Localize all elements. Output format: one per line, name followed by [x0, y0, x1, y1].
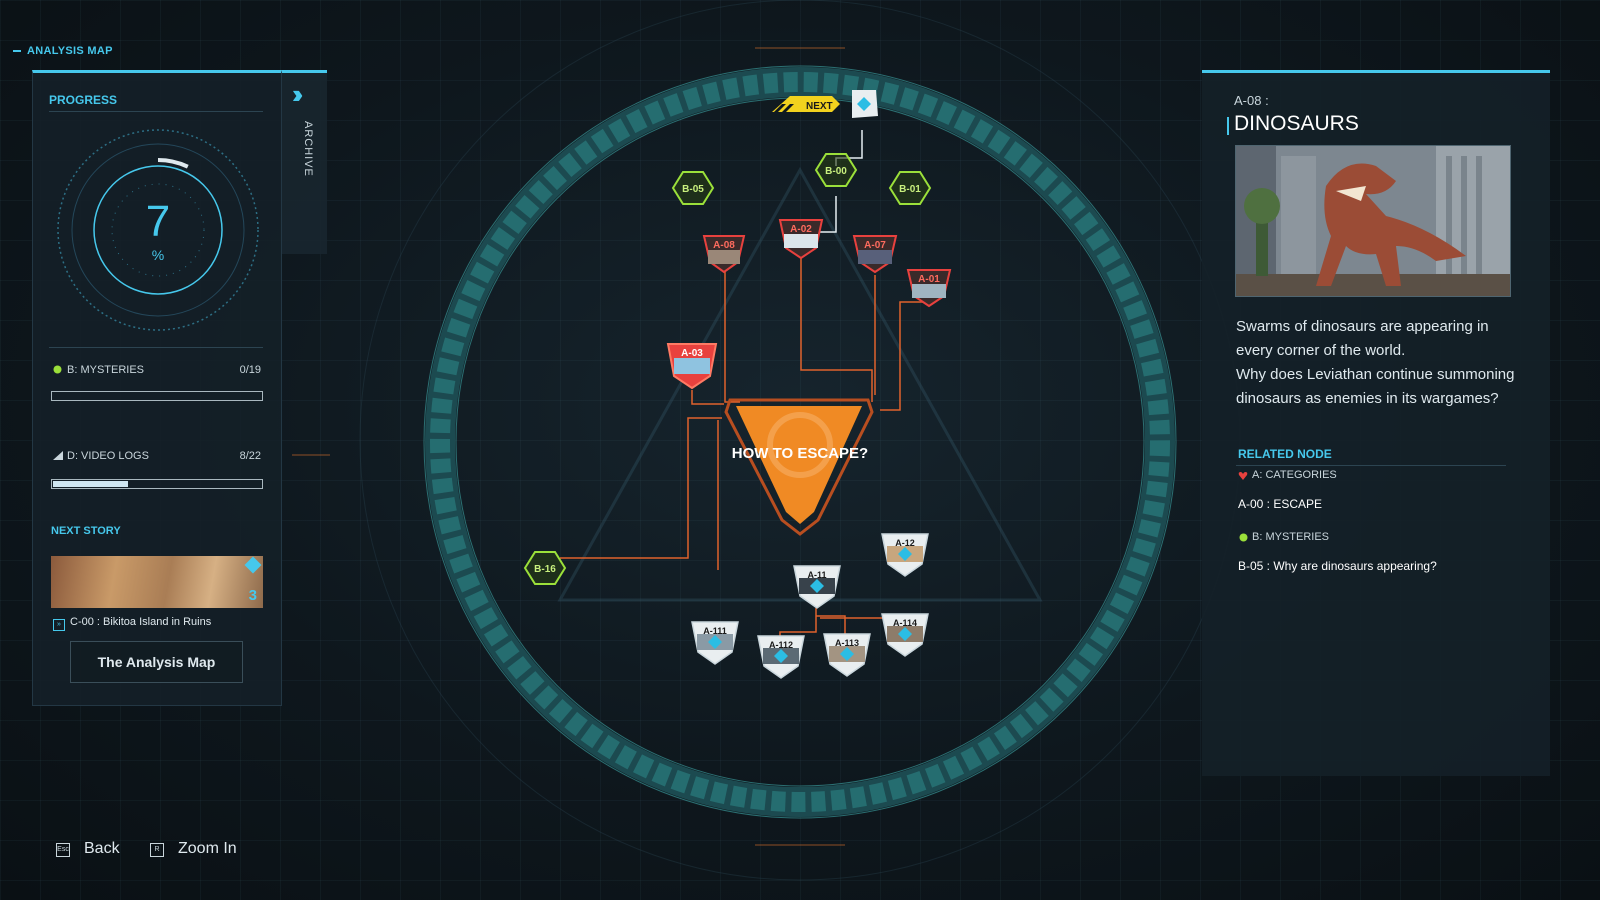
next-indicator: NEXT: [772, 90, 878, 118]
outer-dotted-ring: [57, 129, 259, 331]
progress-ring-graphic: [57, 129, 259, 331]
node-a01-label: A-01: [918, 274, 940, 285]
node-b16[interactable]: B-16: [523, 551, 567, 585]
chevron-right-icon: »: [53, 619, 65, 631]
progress-title: PROGRESS: [49, 93, 118, 107]
link-a113: [816, 615, 846, 640]
node-description: Swarms of dinosaurs are appearing in eve…: [1236, 318, 1515, 407]
esc-key-icon: Esc: [56, 843, 70, 857]
center-node[interactable]: HOW TO ESCAPE?: [724, 398, 874, 536]
node-a111[interactable]: A-111: [691, 621, 739, 665]
related-category-a: A: CATEGORIES: [1252, 469, 1337, 481]
node-a11-label: A-11: [807, 570, 826, 580]
progress-value: 7: [145, 197, 171, 246]
related-item-a00[interactable]: A-00 : ESCAPE: [1238, 497, 1323, 511]
r-key-icon: R: [150, 843, 164, 857]
heart-icon: [1238, 472, 1248, 480]
node-a114[interactable]: A-114: [881, 613, 929, 657]
progress-ring: 7 %: [53, 125, 263, 335]
node-a03-label: A-03: [681, 348, 703, 359]
node-a07[interactable]: A-07: [852, 235, 898, 274]
node-a08[interactable]: A-08: [702, 235, 746, 274]
mysteries-dot-icon: [1239, 533, 1248, 542]
progress-divider: [49, 111, 263, 112]
next-story-name-text: C-00 : Bikitoa Island in Ruins: [70, 616, 212, 628]
link-a01: [880, 301, 928, 411]
next-story-badge: 3: [248, 587, 257, 604]
back-label: Back: [84, 840, 120, 857]
link-a02: [800, 255, 873, 402]
progress-panel: PROGRESS 7 % B: MYSTERIES 0/19 D: VIDEO …: [32, 70, 282, 706]
ring-segments: [430, 72, 1170, 812]
node-a02-label: A-02: [790, 224, 812, 235]
node-b05[interactable]: B-05: [671, 171, 715, 205]
node-a113-label: A-113: [835, 638, 859, 648]
node-b01-label: B-01: [899, 184, 921, 195]
node-a112-label: A-112: [769, 640, 793, 650]
stats-divider: [49, 347, 263, 348]
node-title: DINOSAURS: [1234, 112, 1359, 135]
next-story-name: » C-00 : Bikitoa Island in Ruins: [53, 616, 211, 631]
next-story-title: NEXT STORY: [51, 525, 121, 537]
title-accent-bar: [1227, 117, 1229, 135]
node-code: A-08 :: [1234, 93, 1269, 108]
related-item-b05[interactable]: B-05 : Why are dinosaurs appearing?: [1238, 559, 1437, 573]
video-log-icon: [53, 451, 63, 460]
related-node-title: RELATED NODE: [1238, 447, 1332, 461]
next-story-thumbnail[interactable]: 3: [51, 556, 263, 608]
progress-unit: %: [151, 247, 165, 263]
link-b00: [820, 196, 837, 233]
link-a08: [724, 270, 740, 403]
node-a07-label: A-07: [864, 240, 886, 251]
inner-ring: [93, 165, 223, 295]
node-b00[interactable]: B-00: [814, 153, 858, 187]
stat-videologs-bar: [51, 479, 263, 489]
back-control[interactable]: Esc Back: [56, 840, 120, 858]
node-b16-label: B-16: [534, 564, 556, 575]
mid-ring: [71, 143, 245, 317]
node-a03[interactable]: A-03: [666, 343, 718, 390]
link-b16: [560, 417, 722, 559]
node-a12[interactable]: A-12: [881, 533, 929, 577]
node-a113[interactable]: A-113: [823, 633, 871, 677]
dinosaur-image-icon: [1236, 146, 1510, 296]
node-a01[interactable]: A-01: [906, 269, 952, 308]
stat-mysteries-label: B: MYSTERIES: [67, 364, 145, 376]
node-a114-label: A-114: [893, 618, 917, 628]
ring-outer-edge: [423, 65, 1177, 819]
stat-videologs-bar-fill: [53, 481, 128, 487]
related-category-b: B: MYSTERIES: [1252, 531, 1330, 543]
zoom-label: Zoom In: [178, 840, 237, 857]
archive-tab[interactable]: ›› ARCHIVE: [282, 70, 327, 254]
next-label: NEXT: [806, 101, 833, 112]
progress-arc: [157, 158, 189, 169]
mysteries-dot-icon: [53, 365, 62, 374]
node-a12-label: A-12: [895, 538, 915, 548]
node-a111-label: A-111: [703, 626, 727, 636]
stat-videologs-value: 8/22: [239, 450, 261, 462]
node-b01[interactable]: B-01: [888, 171, 932, 205]
next-node[interactable]: [852, 90, 878, 118]
screen-title: ANALYSIS MAP: [13, 45, 113, 57]
related-node-divider: [1236, 465, 1506, 466]
node-b00-label: B-00: [825, 166, 847, 177]
center-node-label: HOW TO ESCAPE?: [732, 445, 868, 462]
node-detail-panel: A-08 : DINOSAURS Swarms of dinosaurs are…: [1202, 70, 1550, 776]
analysis-map-button[interactable]: The Analysis Map: [70, 641, 243, 683]
stat-mysteries-bar: [51, 391, 263, 401]
node-image: [1235, 145, 1511, 297]
link-a03: [691, 390, 724, 405]
node-a112[interactable]: A-112: [757, 635, 805, 679]
node-a08-label: A-08: [713, 240, 735, 251]
stat-videologs-label: D: VIDEO LOGS: [67, 450, 149, 462]
node-a11[interactable]: A-11: [793, 565, 841, 609]
inner-dotted-ring: [111, 183, 205, 277]
zoom-control[interactable]: R Zoom In: [150, 840, 237, 858]
stat-mysteries-value: 0/19: [239, 364, 261, 376]
node-b05-label: B-05: [682, 184, 704, 195]
node-a02[interactable]: A-02: [778, 219, 824, 260]
